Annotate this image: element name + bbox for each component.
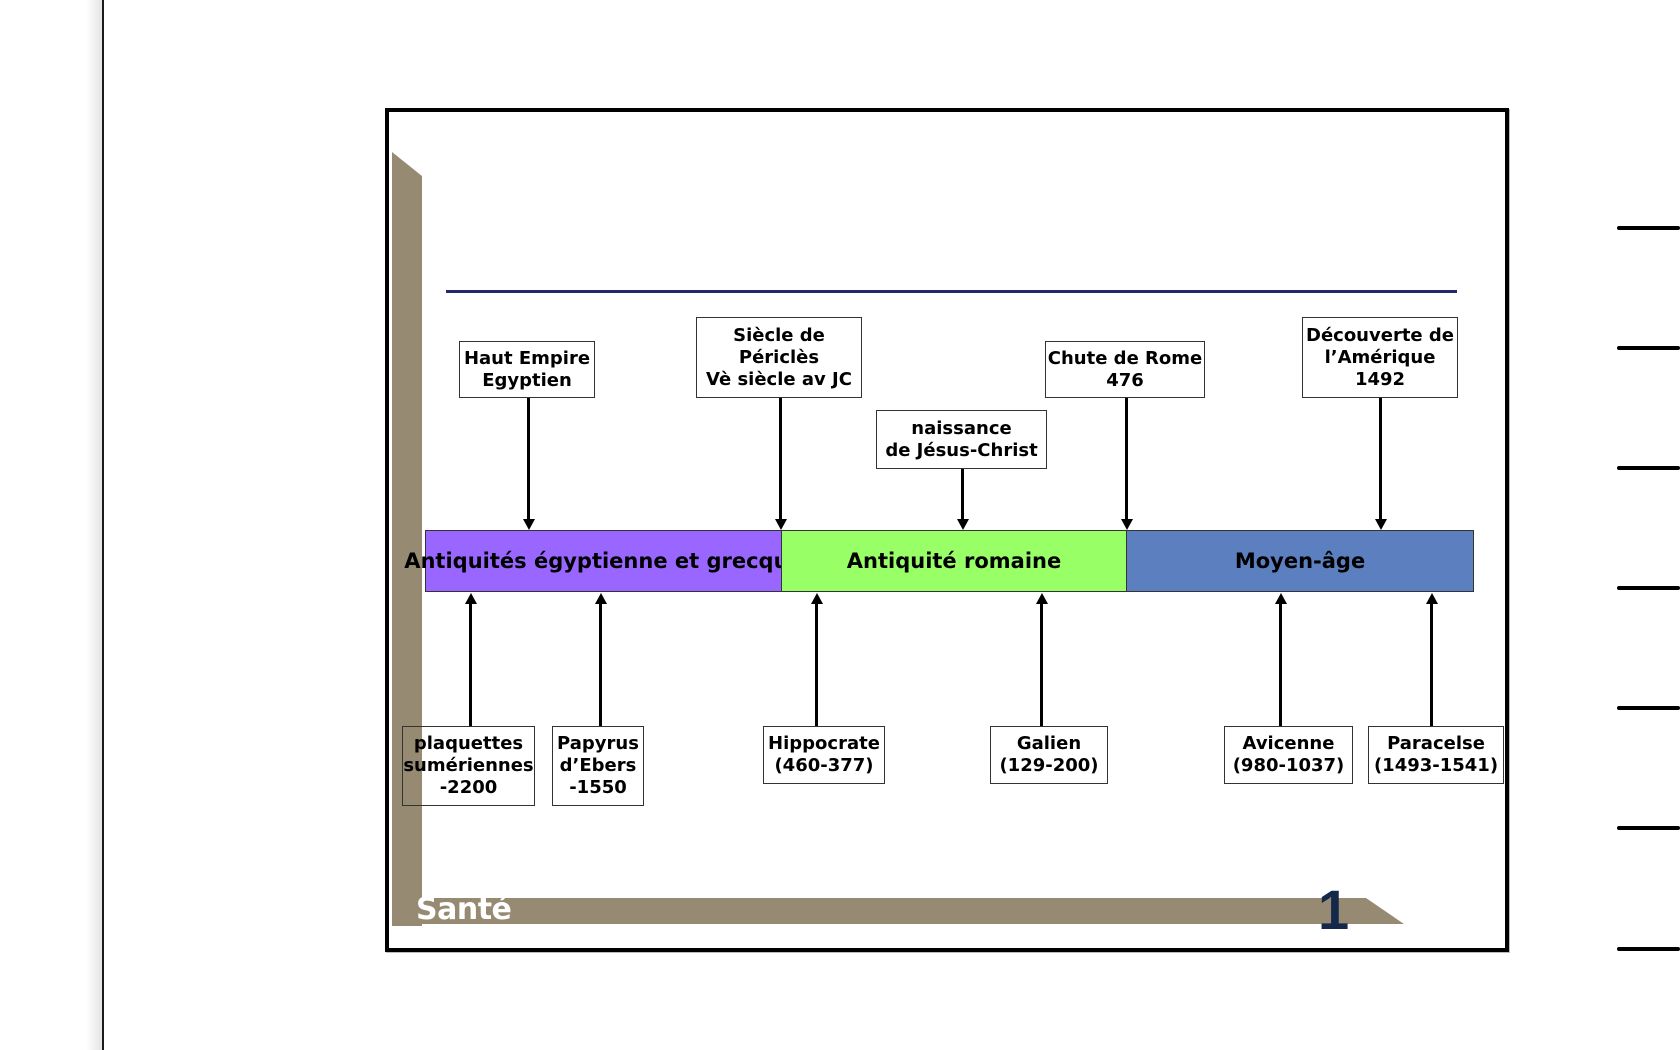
margin-line xyxy=(1617,947,1680,951)
period-egyptian-greek: Antiquités égyptienne et grecque xyxy=(404,530,803,592)
margin-line xyxy=(1617,586,1680,590)
connector xyxy=(961,469,964,520)
connector xyxy=(1430,603,1433,726)
event-ebers-papyrus: Papyrus d’Ebers -1550 xyxy=(552,726,644,806)
connector xyxy=(1279,603,1282,726)
period-label: Antiquité romaine xyxy=(846,549,1062,573)
arrow-up-icon xyxy=(810,593,823,604)
connector xyxy=(527,398,530,520)
event-galen: Galien (129-200) xyxy=(990,726,1108,784)
slide-number: 1 xyxy=(1318,878,1350,941)
connector xyxy=(779,398,782,520)
viewer-sidebar-shadow xyxy=(86,0,102,1050)
event-sumerian-tablets: plaquettes sumériennes -2200 xyxy=(402,726,535,806)
arrow-up-icon xyxy=(1035,593,1048,604)
connector xyxy=(1040,603,1043,726)
event-hippocrates: Hippocrate (460-377) xyxy=(763,726,885,784)
viewer-sidebar-edge xyxy=(102,0,104,1050)
event-haut-empire: Haut Empire Egyptien xyxy=(459,341,595,398)
arrow-down-icon xyxy=(1374,519,1387,530)
period-label: Antiquités égyptienne et grecque xyxy=(404,549,803,573)
margin-line xyxy=(1617,226,1680,230)
arrow-down-icon xyxy=(956,519,969,530)
margin-line xyxy=(1617,466,1680,470)
event-fall-of-rome: Chute de Rome 476 xyxy=(1045,341,1205,398)
event-discovery-america: Découverte de l’Amérique 1492 xyxy=(1302,317,1458,398)
arrow-up-icon xyxy=(464,593,477,604)
connector xyxy=(815,603,818,726)
margin-line xyxy=(1617,826,1680,830)
arrow-down-icon xyxy=(774,519,787,530)
arrow-up-icon xyxy=(1274,593,1287,604)
event-pericles: Siècle de Périclès Vè siècle av JC xyxy=(696,317,862,398)
connector xyxy=(599,603,602,726)
margin-line xyxy=(1617,706,1680,710)
connector xyxy=(1125,398,1128,520)
event-avicenna: Avicenne (980-1037) xyxy=(1224,726,1353,784)
arrow-up-icon xyxy=(1425,593,1438,604)
title-rule xyxy=(446,290,1457,293)
connector xyxy=(1379,398,1382,520)
slide-accent-bar-horizontal xyxy=(392,898,1404,924)
slide-accent-bar-vertical xyxy=(392,152,422,926)
event-birth-jesus: naissance de Jésus-Christ xyxy=(876,410,1047,469)
arrow-up-icon xyxy=(594,593,607,604)
connector xyxy=(469,603,472,726)
event-paracelsus: Paracelse (1493-1541) xyxy=(1368,726,1504,784)
period-roman: Antiquité romaine xyxy=(781,530,1127,592)
slide-footer-label: Santé xyxy=(416,892,512,927)
margin-line xyxy=(1617,346,1680,350)
arrow-down-icon xyxy=(1120,519,1133,530)
period-middle-ages: Moyen-âge xyxy=(1126,530,1474,592)
arrow-down-icon xyxy=(522,519,535,530)
period-label: Moyen-âge xyxy=(1234,549,1366,573)
